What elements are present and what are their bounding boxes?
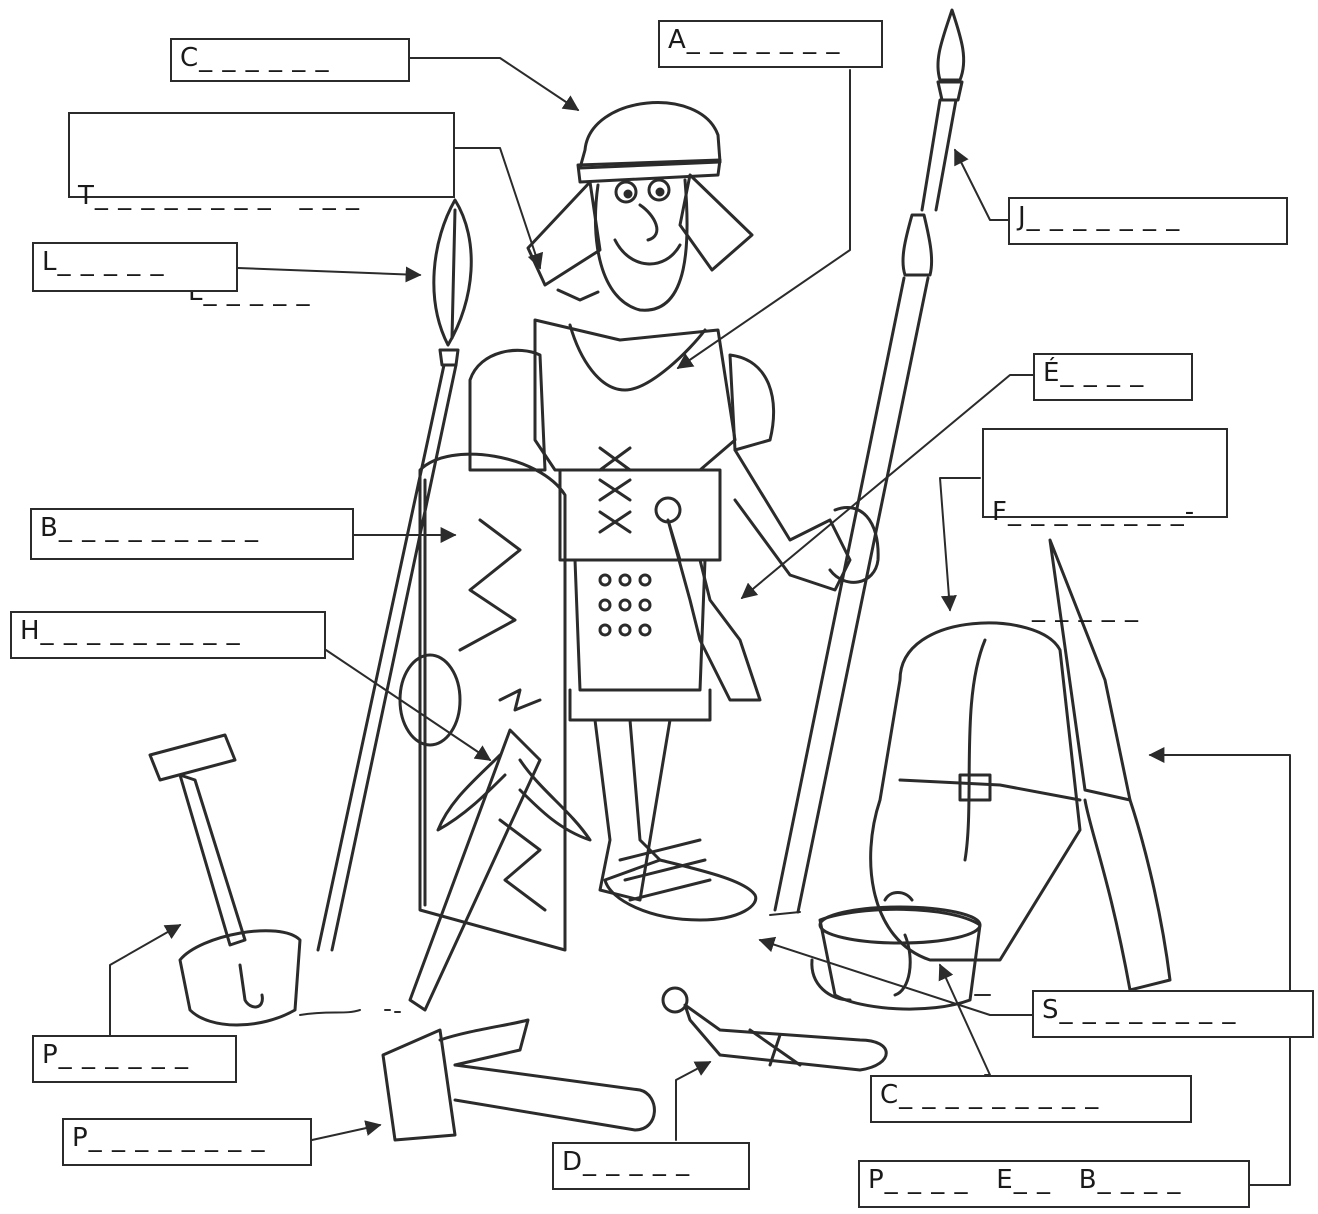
label-fourche-line-1: F_ _ _ _ _ _ _ _- — [992, 496, 1218, 528]
label-javelot[interactable]: J_ _ _ _ _ _ _ — [1008, 197, 1288, 245]
label-casserole[interactable]: C_ _ _ _ _ _ _ _ _ — [870, 1075, 1192, 1123]
hammer-icon — [383, 1020, 654, 1140]
label-pelle[interactable]: P_ _ _ _ _ _ — [32, 1035, 237, 1083]
helmet-icon — [528, 103, 752, 300]
label-tunique-line-1: T_ _ _ _ _ _ _ _ _ _ _ — [78, 180, 445, 212]
pot-icon — [812, 893, 980, 1010]
javelin-icon — [775, 10, 964, 912]
face — [595, 180, 687, 310]
label-epee[interactable]: É_ _ _ _ — [1033, 353, 1193, 401]
label-fourche-line-2: _ _ _ _ _ — [992, 592, 1218, 624]
label-paquetage[interactable]: P_ _ _ _ E_ _ B_ _ _ _ — [858, 1160, 1250, 1208]
label-dague[interactable]: D_ _ _ _ _ — [552, 1142, 750, 1190]
label-armure[interactable]: A_ _ _ _ _ _ _ — [658, 20, 883, 68]
label-sandales[interactable]: S_ _ _ _ _ _ _ _ — [1032, 990, 1314, 1038]
sandal-icon — [605, 840, 756, 920]
label-hache[interactable]: H_ _ _ _ _ _ _ _ _ — [10, 611, 326, 659]
label-pioche[interactable]: P_ _ _ _ _ _ _ _ — [62, 1118, 312, 1166]
label-tunique[interactable]: T_ _ _ _ _ _ _ _ _ _ _ L_ _ _ _ _ — [68, 112, 455, 198]
sword-icon — [656, 498, 760, 700]
shovel-icon — [150, 735, 300, 1025]
shield-icon — [400, 454, 565, 950]
label-lance[interactable]: L_ _ _ _ _ — [32, 242, 238, 292]
dagger-icon — [663, 988, 886, 1070]
axe-icon — [410, 730, 590, 1010]
armor-icon — [470, 320, 774, 720]
label-fourche[interactable]: F_ _ _ _ _ _ _ _- _ _ _ _ _ — [982, 428, 1228, 518]
arm — [735, 450, 878, 590]
label-bouclier[interactable]: B_ _ _ _ _ _ _ _ _ — [30, 508, 354, 560]
label-casque[interactable]: C_ _ _ _ _ _ — [170, 38, 410, 82]
ground-marks — [300, 912, 990, 1015]
